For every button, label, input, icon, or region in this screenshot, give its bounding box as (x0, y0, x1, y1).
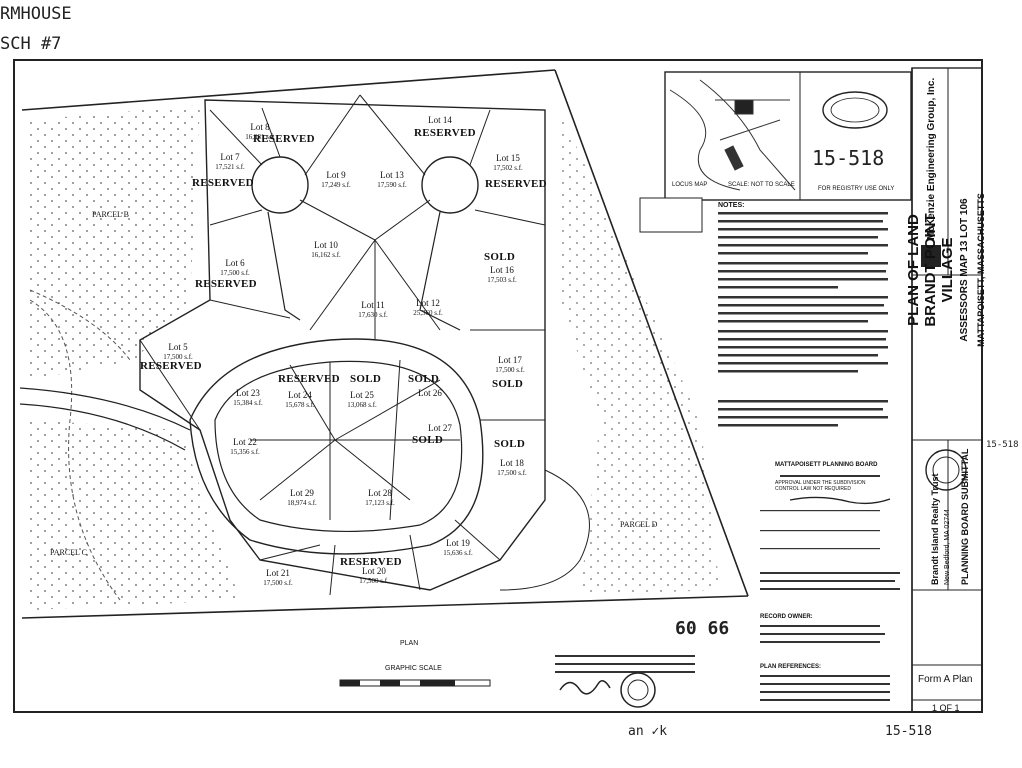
locus-map-label: LOCUS MAP (672, 182, 708, 188)
lot-status: RESERVED (414, 127, 476, 139)
plan-title: PLAN OF LAND BRANDT POINT VILLAGE ASSESS… (905, 193, 986, 347)
registry-use-label: FOR REGISTRY USE ONLY (818, 186, 895, 192)
handwritten-title: RMHOUSE (0, 4, 72, 24)
locus-scale-label: SCALE: NOT TO SCALE (728, 182, 795, 188)
stamp-reference: 15-518 (812, 146, 885, 170)
lot-label: Lot 27 (428, 423, 452, 433)
lot-status: SOLD (494, 438, 526, 450)
lot-status: SOLD (492, 378, 524, 390)
parcel-d-label: PARCEL D (620, 520, 658, 529)
sheet-number: 1 OF 1 (932, 703, 960, 713)
lot-status: RESERVED (278, 373, 340, 385)
lot-status: RESERVED (192, 177, 254, 189)
lot-status: RESERVED (340, 556, 402, 568)
lot-status: RESERVED (253, 133, 315, 145)
handwritten-bottom-ref: 15-518 (885, 724, 932, 739)
applicant-address: New Bedford, MA 02744 (944, 509, 951, 585)
handwritten-margin-ref: 15-518 (986, 440, 1019, 450)
lot-status: SOLD (412, 434, 444, 446)
graphic-scale-label: GRAPHIC SCALE (385, 665, 442, 672)
planning-board-heading: MATTAPOISETT PLANNING BOARD (775, 462, 878, 468)
applicant-name: Brandt Island Realty Trust (930, 473, 940, 585)
lot-label: Lot 26 (418, 388, 442, 398)
parcel-b-label: PARCEL B (92, 210, 129, 219)
submittal-label: PLANNING BOARD SUBMITTAL (960, 448, 970, 585)
handwritten-schedule: SCH #7 (0, 34, 62, 54)
lot-label: Lot 14 (428, 115, 452, 125)
plan-references-heading: PLAN REFERENCES: (760, 664, 822, 670)
planning-board-subheading: APPROVAL UNDER THE SUBDIVISION CONTROL L… (775, 480, 866, 492)
notes-heading: NOTES: (718, 202, 745, 209)
parcel-c-label: PARCEL C (50, 548, 87, 557)
lot-status: RESERVED (485, 178, 547, 190)
lot-status: SOLD (350, 373, 382, 385)
lot-status: SOLD (484, 251, 516, 263)
handwritten-bottom-note: an ✓k (628, 724, 668, 739)
book-page-stamp: 60 66 (675, 618, 730, 639)
plan-caption: PLAN (400, 640, 419, 647)
engineer-name: McKenzie Engineering Group, Inc. (926, 77, 937, 240)
record-owner-heading: RECORD OWNER: (760, 614, 813, 620)
form-type: Form A Plan (918, 674, 973, 685)
lot-status: SOLD (408, 373, 440, 385)
lot-status: RESERVED (195, 278, 257, 290)
lot-status: RESERVED (140, 360, 202, 372)
